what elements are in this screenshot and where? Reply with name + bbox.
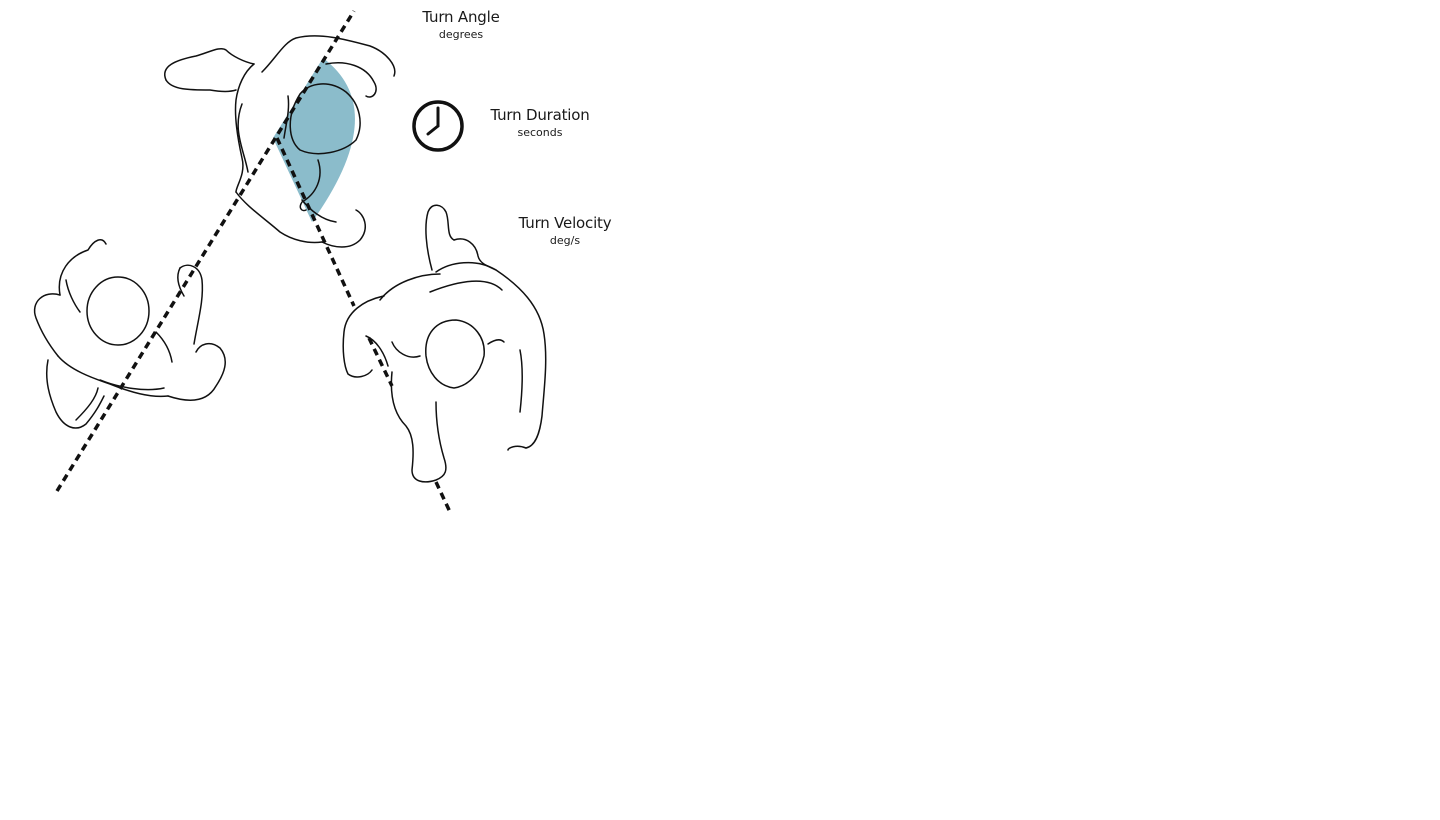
turn-velocity-unit: deg/s: [549, 234, 581, 247]
turn-duration-title: Turn Duration: [490, 106, 590, 124]
turn-velocity-title: Turn Velocity: [518, 214, 612, 232]
heading-lines: [55, 10, 452, 513]
turn-angle-wedge: [273, 58, 355, 222]
final-heading-line-tail: [434, 481, 452, 513]
initial-heading-line: [55, 10, 356, 492]
final-heading-line: [275, 137, 356, 307]
turn-angle-label: Turn Angle degrees: [400, 8, 522, 41]
turn-duration-label: Turn Duration seconds: [478, 106, 602, 139]
person-end-figure: [342, 204, 547, 483]
person-turning-figure: [164, 35, 396, 248]
turn-angle-title: Turn Angle: [422, 8, 500, 26]
turn-duration-unit: seconds: [517, 126, 563, 139]
final-heading-line-lower: [367, 337, 394, 387]
turn-velocity-label: Turn Velocity deg/s: [505, 214, 625, 247]
person-start-figure: [33, 239, 226, 429]
turn-angle-unit: degrees: [438, 28, 484, 41]
clock-icon: [412, 100, 464, 152]
